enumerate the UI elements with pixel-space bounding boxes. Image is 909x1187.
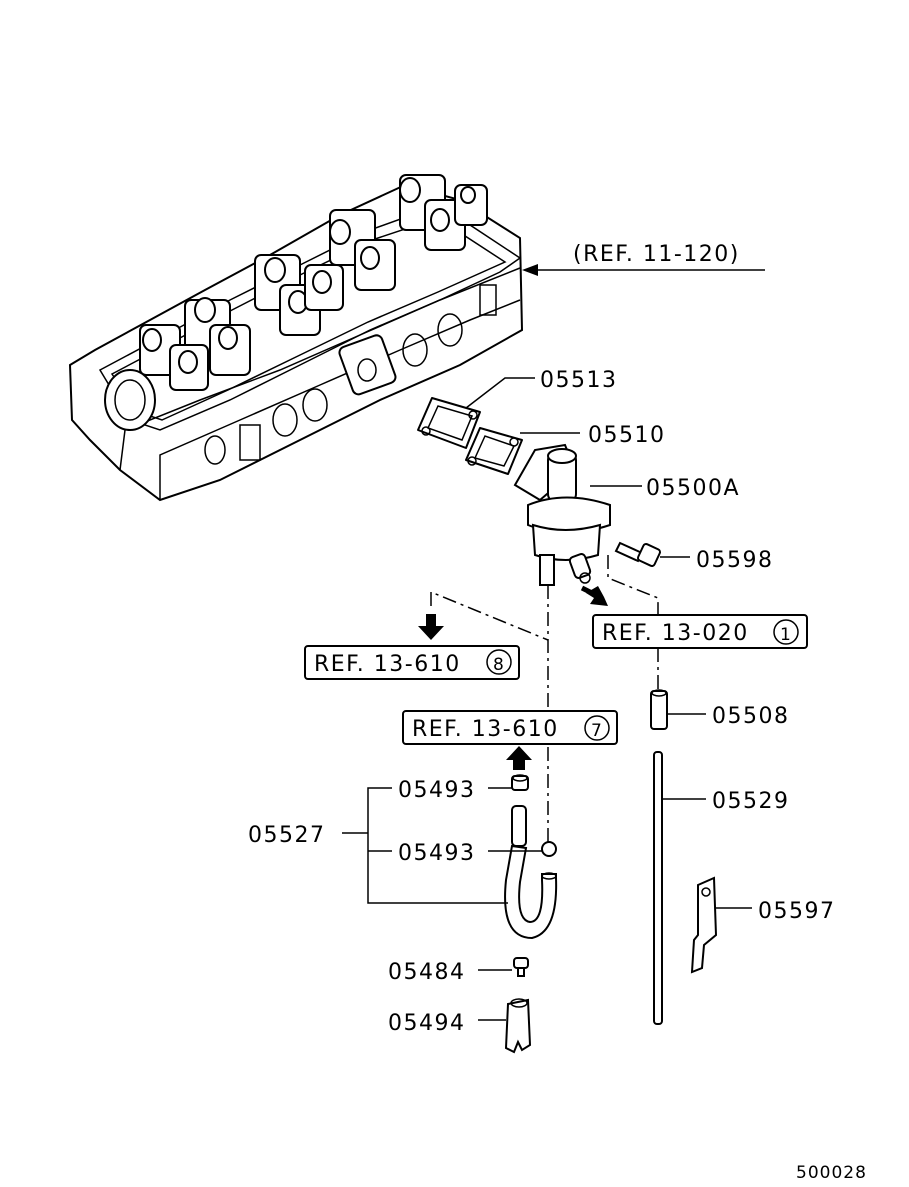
sleeve-05508 [650,689,668,730]
ref-13-020-circle [773,619,799,645]
screw-05484 [513,957,529,977]
ref-13-020-box [592,614,808,649]
ref-13-020-arrow-shaft [580,585,600,599]
ref-13-610-a-circle [486,649,512,675]
ref-13-610-a-label: REF. 13-610 [314,652,461,677]
clip-05493-top [511,774,529,791]
bracket-05597 [690,876,718,974]
ref-13-610-b-box [402,710,618,745]
part-05493-bottom-label: 05493 [398,841,476,866]
part-05494-label: 05494 [388,1011,466,1036]
ref-13-020-circle-number: 1 [780,625,792,645]
part-05529-label: 05529 [712,789,790,814]
fuel-pump-05500a [513,443,611,586]
clip-05493-bottom [541,841,557,857]
ref-13-610-b-circle-number: 7 [591,721,603,741]
ref-13-610-a-circle-number: 8 [493,655,505,675]
gasket-05513 [417,397,481,449]
ref-13-610-b-circle [584,715,610,741]
diagram-number: 500028 [796,1163,867,1183]
part-05500a-label: 05500A [646,476,740,501]
part-05508-label: 05508 [712,704,790,729]
leader-05513 [465,377,535,409]
ref-13-020-label: REF. 13-020 [602,621,749,646]
bracket-05494 [504,998,532,1054]
rod-05529 [653,751,663,1025]
part-05493-top-label: 05493 [398,778,476,803]
ref-13-610-b-label: REF. 13-610 [412,717,559,742]
dash-pump-to-ref13610a [430,590,549,641]
bracket-05527 [367,787,508,904]
ref-11-120-label: (REF. 11-120) [573,242,740,267]
part-05510-label: 05510 [588,423,666,448]
part-05597-label: 05597 [758,899,836,924]
part-05527-label: 05527 [248,823,326,848]
gasket-05510 [465,427,523,475]
part-05598-label: 05598 [696,548,774,573]
ref-13-610-b-arrow [506,746,532,770]
dash-pump-to-ref13020 [607,555,659,620]
part-05484-label: 05484 [388,960,466,985]
ref-13-610-a-box [304,645,520,680]
part-05513-label: 05513 [540,368,618,393]
ref-11-120-arrow [522,264,538,276]
hose-05527 [504,805,558,940]
ref-13-610-a-arrow [418,614,444,640]
bolt-05598 [614,541,661,567]
cylinder-head-drawing [68,174,524,502]
